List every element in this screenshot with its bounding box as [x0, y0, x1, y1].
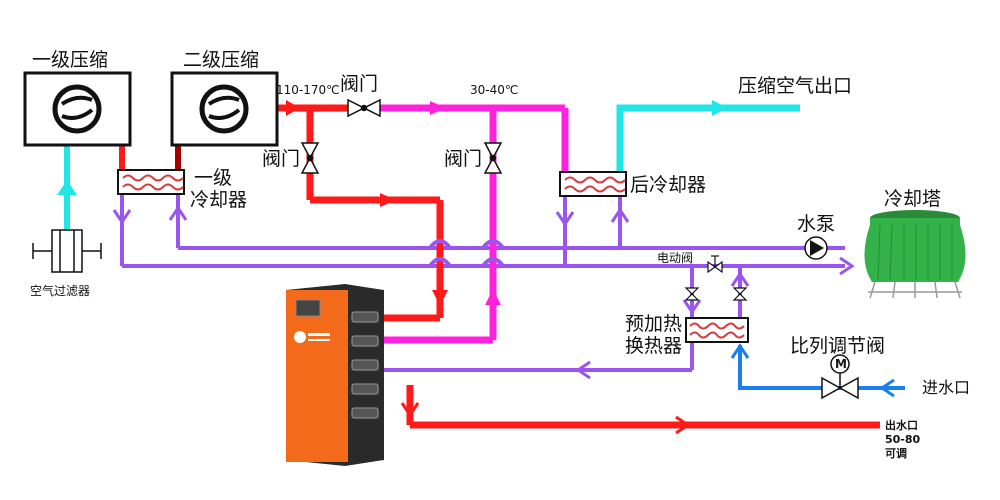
- proportional-valve-label: 比列调节阀: [790, 335, 885, 357]
- water-outlet-label-line1: 出水口: [885, 418, 918, 432]
- intercooler-1: [117, 169, 185, 195]
- cooling-tower: [864, 210, 966, 299]
- compressor-2-label: 二级压缩: [183, 49, 259, 71]
- valve-top-label: 阀门: [340, 73, 378, 95]
- compressor-stage-1: [23, 71, 132, 147]
- compressor-1-label: 一级压缩: [32, 49, 108, 71]
- air-filter: [32, 229, 102, 273]
- valve-left[interactable]: [300, 142, 320, 174]
- cooler-1-label-line1: 一级: [194, 167, 232, 189]
- valve-mid[interactable]: [483, 142, 503, 174]
- proportional-valve[interactable]: [821, 354, 859, 400]
- preheat-label-line1: 预加热: [625, 313, 682, 335]
- hot-air-arrows: [286, 100, 448, 306]
- water-pump[interactable]: [804, 236, 828, 260]
- branch-valve-left[interactable]: [684, 287, 700, 301]
- air-filter-label: 空气过滤器: [30, 283, 90, 298]
- cool-air-arrows: [430, 101, 501, 305]
- electric-valve-label: 电动阀: [657, 251, 693, 265]
- water-outlet-label-line3: 可调: [885, 446, 907, 460]
- compressed-air-outlet-pipe: [616, 100, 800, 172]
- cooling-tower-label: 冷却塔: [884, 188, 941, 210]
- cooler-1-label-line2: 冷却器: [190, 189, 247, 211]
- aftercooler: [559, 171, 627, 197]
- valve-top[interactable]: [347, 98, 381, 118]
- motor-symbol: M: [835, 357, 847, 371]
- heat-recovery-unit: [286, 284, 384, 466]
- valve-left-label: 阀门: [262, 148, 300, 170]
- water-inlet-label: 进水口: [922, 378, 970, 397]
- preheat-label-line2: 换热器: [625, 335, 682, 357]
- temp-low-label: 30-40℃: [470, 83, 518, 97]
- interstage-pipes: [119, 145, 181, 170]
- temp-high-label: 110-170℃: [276, 83, 340, 97]
- hot-water-arrows: [400, 402, 691, 435]
- pipe-crossover-symbols: [428, 239, 505, 268]
- electric-valve[interactable]: [707, 255, 723, 274]
- cooling-water-arrows: [112, 205, 855, 380]
- cooling-water-pipes: [120, 190, 845, 372]
- outlet-label: 压缩空气出口: [738, 75, 852, 97]
- aftercooler-label: 后冷却器: [630, 174, 706, 196]
- water-pump-label: 水泵: [797, 213, 835, 235]
- compressor-stage-2: [170, 71, 279, 147]
- valve-mid-label: 阀门: [444, 148, 482, 170]
- cool-air-pipes: [380, 104, 569, 344]
- preheat-exchanger: [685, 317, 749, 343]
- water-outlet-label-line2: 50-80: [885, 433, 921, 446]
- branch-valve-right[interactable]: [732, 287, 748, 301]
- intake-air-pipe: [57, 145, 77, 230]
